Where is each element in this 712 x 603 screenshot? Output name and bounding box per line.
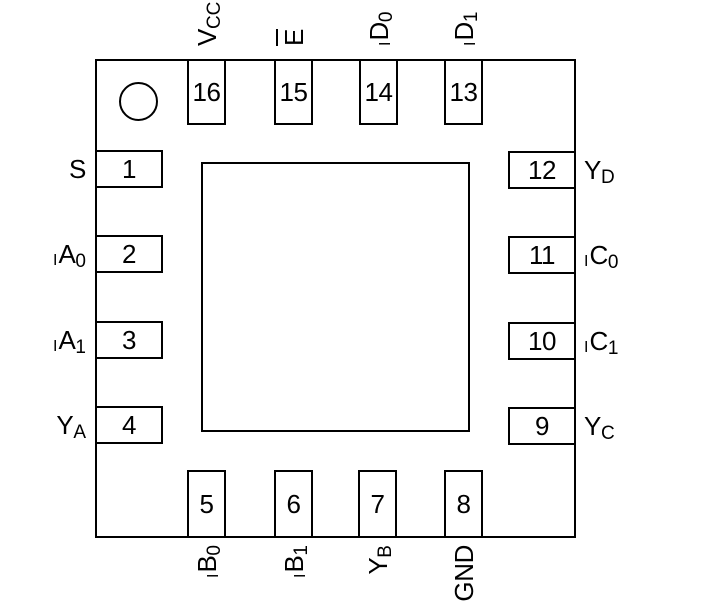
pin-number: 11 — [529, 239, 556, 270]
pin-label-5: IB0 — [191, 545, 229, 603]
pin-label-main: Y — [362, 557, 393, 575]
pin-number: 12 — [528, 154, 556, 185]
pin-label-subscript: C — [600, 423, 615, 444]
pin-label-main: Y — [56, 410, 74, 440]
pin-label-main: Y — [584, 155, 601, 185]
pin-label-subscript: CC — [203, 1, 225, 30]
pin-label-prefix: I — [584, 339, 589, 356]
pin-label-prefix: I — [204, 573, 222, 578]
pin-number: 13 — [449, 76, 478, 107]
pin-pad-11: 11 — [508, 236, 576, 274]
pin-label-subscript: 0 — [203, 545, 225, 556]
pin-label-16: VCC — [191, 0, 229, 46]
pin-pad-7: 7 — [358, 470, 397, 538]
pin-pad-8: 8 — [444, 470, 483, 538]
pin-label-main: A — [58, 325, 76, 355]
pin-label-3: IA1 — [0, 325, 86, 363]
pin-label-11: IC0 — [584, 240, 704, 278]
pin-label-subscript: 0 — [75, 251, 86, 272]
pin-label-main: D — [448, 22, 479, 41]
pin-pad-2: 2 — [95, 235, 163, 273]
pin-label-main: V — [191, 29, 222, 46]
pin-number: 15 — [279, 76, 308, 107]
pin-pad-15: 15 — [274, 59, 313, 125]
pin-label-subscript: B — [374, 545, 396, 558]
pin-label-main: B — [191, 555, 222, 573]
pin-label-subscript: 1 — [75, 337, 86, 358]
pin-pad-13: 13 — [444, 59, 483, 125]
pin-label-subscript: 1 — [290, 545, 312, 556]
pin-number: 7 — [370, 488, 385, 519]
pin-number: 5 — [199, 488, 214, 519]
pin-label-12: YD — [584, 155, 704, 193]
pin-label-10: IC1 — [584, 326, 704, 364]
pin-pad-5: 5 — [187, 470, 226, 538]
pin-pad-6: 6 — [274, 470, 313, 538]
pin-number: 9 — [535, 410, 549, 441]
pin-label-14: ID0 — [363, 0, 401, 46]
pin-label-subscript: 1 — [460, 11, 482, 23]
pin-label-subscript: 0 — [607, 252, 619, 273]
pin-label-subscript: A — [73, 422, 86, 443]
pin-label-15: E — [275, 0, 309, 46]
pin-pad-9: 9 — [508, 407, 576, 445]
pin-label-1: S — [0, 154, 86, 184]
pin-number: 8 — [456, 488, 471, 519]
pin-number: 16 — [192, 76, 221, 107]
pin-number: 2 — [122, 238, 136, 269]
pin-number: 1 — [122, 153, 136, 184]
pin-number: 3 — [122, 324, 136, 355]
pin1-indicator-icon — [119, 82, 158, 121]
pin-label-main: Y — [584, 411, 601, 441]
pin-label-prefix: I — [53, 338, 58, 355]
pin-number: 10 — [528, 325, 556, 356]
pin-label-prefix: I — [291, 573, 309, 578]
pin-label-subscript: 0 — [375, 11, 397, 23]
pin-label-subscript: 1 — [607, 338, 619, 359]
pin-pad-4: 4 — [95, 406, 163, 444]
pin-label-prefix: I — [376, 41, 394, 46]
pin-label-main-overline: E — [275, 29, 309, 46]
pin-label-prefix: I — [53, 252, 58, 269]
pin-label-main: D — [363, 22, 394, 41]
pin-label-prefix: I — [461, 41, 479, 46]
pin-label-13: ID1 — [448, 0, 486, 46]
pin-pad-3: 3 — [95, 321, 163, 359]
pin-pad-12: 12 — [508, 151, 576, 189]
pin-label-main: A — [58, 239, 76, 269]
pin-label-main: C — [589, 326, 608, 356]
pin-number: 14 — [364, 76, 393, 107]
pin-number: 6 — [286, 488, 301, 519]
pin-label-6: IB1 — [278, 545, 316, 603]
pin-label-9: YC — [584, 411, 704, 449]
pin-label-4: YA — [0, 410, 86, 448]
pin-label-7: YB — [362, 545, 400, 603]
pin-label-subscript: D — [600, 167, 615, 188]
pin-label-main: S — [69, 154, 86, 184]
pin-label-8: GND — [448, 545, 479, 603]
pin-number: 4 — [122, 409, 136, 440]
pin-pad-10: 10 — [508, 322, 576, 360]
pin-label-2: IA0 — [0, 239, 86, 277]
pin-label-main: C — [589, 240, 608, 270]
pin-pad-16: 16 — [187, 59, 226, 125]
pin-pad-14: 14 — [359, 59, 398, 125]
pin-label-main: GND — [448, 545, 479, 602]
pin-label-main: B — [278, 555, 309, 573]
pin-label-prefix: I — [584, 253, 589, 270]
pin-pad-1: 1 — [95, 150, 163, 188]
exposed-pad — [201, 162, 470, 432]
